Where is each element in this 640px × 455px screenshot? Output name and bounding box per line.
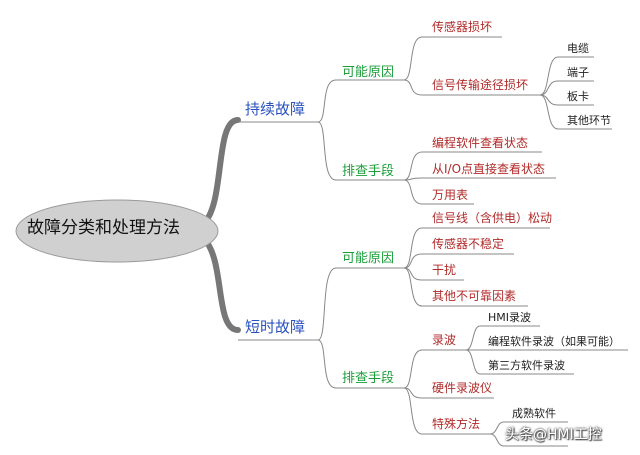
branch-root-persistent xyxy=(202,117,241,225)
node-terminal: 端子 xyxy=(567,66,589,79)
node-interference: 干扰 xyxy=(432,263,457,277)
node-signal-path-damage: 信号传输途径损坏 xyxy=(432,78,529,92)
node-sensor-damage: 传感器损坏 xyxy=(432,20,493,34)
node-loose-wire: 信号线（含供电）松动 xyxy=(432,211,553,225)
watermark: 头条@HMI工控 xyxy=(505,427,602,443)
node-board: 板卡 xyxy=(567,90,589,103)
node-persistent-causes: 可能原因 xyxy=(342,65,395,80)
node-software-status: 编程软件查看状态 xyxy=(432,136,529,150)
node-persistent-fault: 持续故障 xyxy=(245,100,306,118)
branch-root-intermittent xyxy=(202,237,241,333)
node-hmi-recording: HMI录波 xyxy=(488,311,532,324)
node-intermittent-fault: 短时故障 xyxy=(245,318,306,336)
node-intermittent-causes: 可能原因 xyxy=(342,251,395,266)
node-persistent-methods: 排查手段 xyxy=(342,164,395,179)
node-other-unreliable: 其他不可靠因素 xyxy=(432,289,517,303)
root-node-shape xyxy=(15,199,219,263)
node-unstable-sensor: 传感器不稳定 xyxy=(432,237,505,251)
node-hardware-recorder: 硬件录波仪 xyxy=(432,381,493,395)
node-io-point-status: 从I/O点直接查看状态 xyxy=(432,162,546,176)
node-mature-software: 成熟软件 xyxy=(512,407,556,420)
node-intermittent-methods: 排查手段 xyxy=(342,371,395,386)
node-other-links: 其他环节 xyxy=(567,114,611,127)
node-recording: 录波 xyxy=(432,333,457,347)
node-multimeter: 万用表 xyxy=(432,188,469,202)
node-cable: 电缆 xyxy=(567,42,589,55)
root-node: 故障分类和处理方法 xyxy=(27,218,180,238)
node-third-party-recording: 第三方软件录波 xyxy=(488,359,565,372)
node-special-methods: 特殊方法 xyxy=(432,417,481,431)
node-software-recording: 编程软件录波（如果可能） xyxy=(488,335,620,348)
